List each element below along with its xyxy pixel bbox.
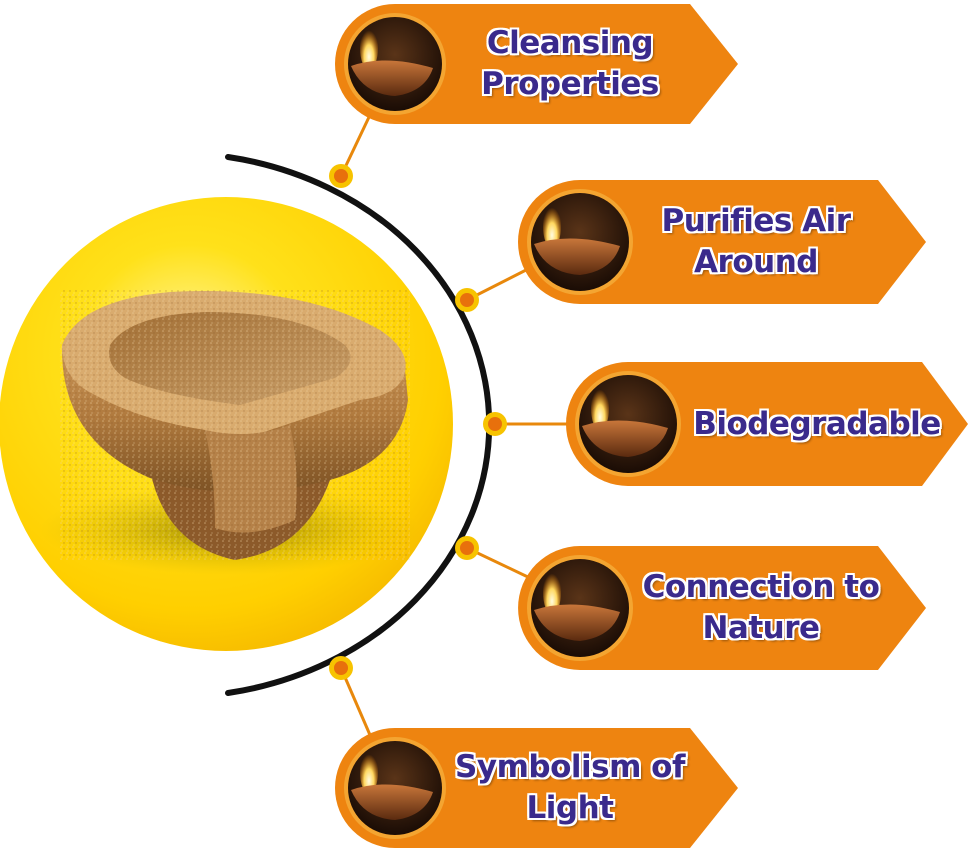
feature-label-line: Nature <box>702 610 820 646</box>
node-2 <box>455 288 479 312</box>
diya-lamp-icon <box>527 555 633 661</box>
diya-lamp-icon <box>527 189 633 295</box>
feature-label-symbolism-of-light: Symbolism of Light <box>450 738 690 838</box>
feature-label-purifies-air: Purifies Air Around <box>636 192 876 292</box>
feature-label-line: Connection to <box>642 569 880 605</box>
connector-5 <box>339 667 372 736</box>
clay-diya-image <box>60 290 410 560</box>
diya-lamp-icon <box>344 13 446 115</box>
diya-lamp-icon <box>344 737 446 839</box>
feature-label-line: Light <box>526 790 614 826</box>
feature-label-biodegradable: Biodegradable <box>684 374 950 474</box>
feature-label-line: Symbolism of <box>455 749 685 785</box>
feature-label-line: Biodegradable <box>693 405 941 442</box>
feature-label-line: Properties <box>481 66 659 102</box>
banner-icons <box>344 13 681 839</box>
node-3 <box>483 412 507 436</box>
product-illustration <box>0 197 453 651</box>
arc-nodes <box>329 164 507 680</box>
feature-label-cleansing-properties: Cleansing Properties <box>450 14 690 114</box>
feature-label-line: Cleansing <box>486 25 654 61</box>
feature-label-connection-to-nature: Connection to Nature <box>636 558 886 658</box>
node-4 <box>455 536 479 560</box>
diya-lamp-icon <box>575 371 681 477</box>
feature-label-line: Purifies Air <box>661 203 852 239</box>
node-1 <box>329 164 353 188</box>
feature-label-line: Around <box>694 244 818 280</box>
node-5 <box>329 656 353 680</box>
